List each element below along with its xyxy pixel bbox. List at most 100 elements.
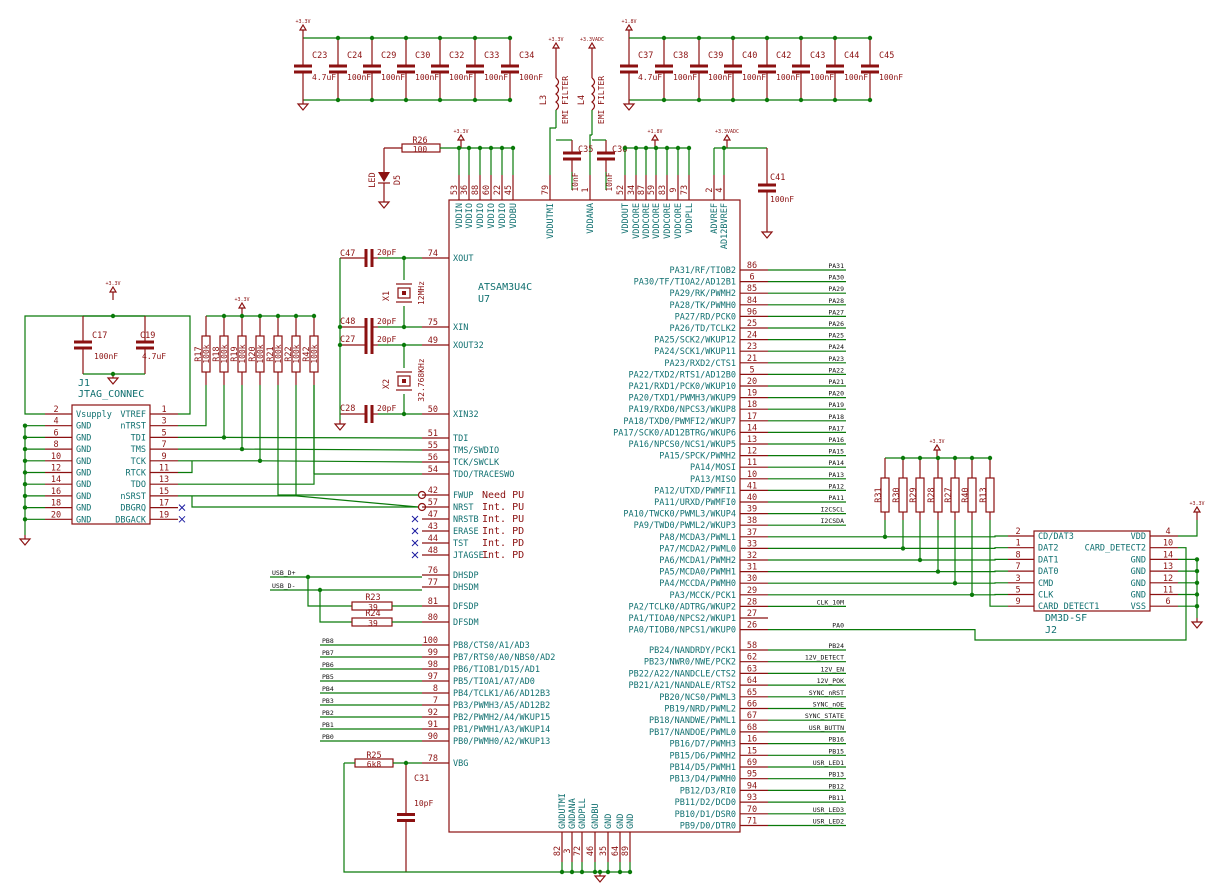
junction-dot bbox=[569, 869, 575, 875]
mcu-pin-name: VDDIO bbox=[465, 203, 475, 229]
mcu-pin-name: VDDIO bbox=[498, 203, 508, 229]
wire bbox=[241, 448, 423, 451]
net-label: 12V_DETECT bbox=[805, 654, 844, 662]
mcu-pin-number: 27 bbox=[747, 609, 757, 619]
junction-dot bbox=[832, 97, 838, 103]
capacitor-value: 100nF bbox=[810, 73, 834, 82]
junction-dot bbox=[867, 35, 873, 41]
mcu-pin-number: 58 bbox=[747, 641, 757, 651]
sd-pin-name: CLK bbox=[1038, 591, 1054, 601]
junction-dot bbox=[401, 411, 407, 417]
jtag-pin-number: 15 bbox=[159, 487, 169, 497]
junction-dot bbox=[403, 35, 409, 41]
net-label: PA25 bbox=[828, 332, 844, 340]
mcu-pin-number: 19 bbox=[747, 389, 757, 399]
mcu-pin-name: PB13/D4/PWMH0 bbox=[669, 775, 736, 785]
junction-dot bbox=[369, 97, 375, 103]
net-label: 12V_POK bbox=[817, 677, 844, 685]
mcu-pin-number: 12 bbox=[747, 447, 757, 457]
jtag-pin-number: 6 bbox=[53, 428, 58, 438]
capacitor-value: 100nF bbox=[844, 73, 868, 82]
resistor-ref: R17 bbox=[194, 346, 204, 361]
wire bbox=[277, 385, 418, 496]
power-arrow bbox=[456, 133, 466, 141]
mcu-pin-name: PA2/TCLK0/ADTRG/WKUP2 bbox=[629, 602, 736, 612]
mcu-pin-number: 66 bbox=[747, 700, 757, 710]
mcu-pin-number: 77 bbox=[428, 578, 438, 588]
net-label: PB4 bbox=[322, 685, 334, 693]
capacitor-value: 4.7uF bbox=[142, 352, 166, 361]
net-label: SYNC_nOE bbox=[813, 701, 844, 709]
sd-pin-number: 11 bbox=[1163, 586, 1173, 596]
net-label: PA30 bbox=[828, 274, 844, 282]
sd-pin-number: 10 bbox=[1163, 539, 1173, 549]
net-label: PA12 bbox=[828, 482, 844, 490]
junction-dot bbox=[499, 145, 505, 151]
power-arrow bbox=[108, 285, 118, 293]
net-label: PB6 bbox=[322, 661, 334, 669]
mcu-pin-number: 38 bbox=[747, 516, 757, 526]
mcu-pin-name: PA19/RXD0/NPCS3/WKUP8 bbox=[629, 405, 736, 415]
mcu-pin-number: 59 bbox=[647, 185, 657, 195]
led-value: LED bbox=[368, 172, 378, 187]
mcu-pin-number: 6 bbox=[749, 273, 754, 283]
mcu-pin-number: 35 bbox=[599, 846, 609, 856]
mcu-pin-number: 54 bbox=[428, 465, 438, 475]
junction-dot bbox=[633, 145, 639, 151]
junction-dot bbox=[798, 97, 804, 103]
wire bbox=[938, 570, 1008, 573]
mcu-pin-number: 49 bbox=[428, 336, 438, 346]
mcu-pin-number: 68 bbox=[747, 723, 757, 733]
junction-dot bbox=[369, 35, 375, 41]
jtag-pin-name: GND bbox=[76, 515, 91, 525]
junction-dot bbox=[597, 869, 603, 875]
junction-dot bbox=[293, 313, 299, 319]
junction-dot bbox=[22, 493, 28, 499]
power-label: +3.3V bbox=[453, 129, 468, 135]
jtag-pin-number: 19 bbox=[159, 510, 169, 520]
sd-pin-number: 14 bbox=[1163, 550, 1173, 560]
mcu-pin-name: TDI bbox=[453, 434, 468, 444]
capacitor-ref: C44 bbox=[844, 51, 859, 61]
mcu-pin-name: XIN32 bbox=[453, 410, 479, 420]
junction-dot bbox=[22, 423, 28, 428]
resistor-value: 100k bbox=[310, 344, 319, 363]
net-label: PA13 bbox=[828, 471, 844, 479]
mcu-pin-number: 30 bbox=[747, 574, 757, 584]
resistor-value: 100k bbox=[274, 344, 283, 363]
jtag-pin-number: 7 bbox=[161, 440, 166, 450]
junction-dot bbox=[22, 458, 28, 463]
capacitor-ref: C48 bbox=[340, 317, 355, 327]
mcu-pin-name: PB9/D0/DTR0 bbox=[680, 822, 736, 832]
mcu-pin-name: DFSDM bbox=[453, 618, 479, 628]
mcu-pin-name: AD12BVREF bbox=[720, 203, 730, 249]
jtag-ref: J1 bbox=[78, 378, 90, 389]
mcu-pin-name: GNDANA bbox=[568, 798, 578, 829]
net-label: PA22 bbox=[828, 366, 844, 374]
resistor-value: 100k bbox=[292, 344, 301, 363]
mcu-pin-name: PA6/MCDA1/PWMH2 bbox=[659, 556, 736, 566]
power-label: +1.8V bbox=[647, 129, 662, 135]
mcu-pin-number: 25 bbox=[747, 319, 757, 329]
capacitor-value: 100nF bbox=[519, 73, 543, 82]
mcu-pin-number: 94 bbox=[747, 781, 757, 791]
capacitor-ref: C34 bbox=[519, 51, 534, 61]
jtag-pin-number: 10 bbox=[51, 452, 61, 462]
junction-dot bbox=[335, 97, 341, 103]
capacitor-ref: C38 bbox=[673, 51, 688, 61]
resistor-ref: R28 bbox=[927, 487, 937, 502]
capacitor-value: 100nF bbox=[94, 352, 118, 361]
net-label: PA15 bbox=[828, 448, 844, 456]
capacitor-value: 100nF bbox=[776, 73, 800, 82]
mcu-pin-name: PB10/D1/DSR0 bbox=[675, 810, 736, 820]
led-symbol bbox=[378, 172, 390, 182]
net-label: PA18 bbox=[828, 413, 844, 421]
jtag-pin-number: 8 bbox=[53, 440, 58, 450]
ground-symbol bbox=[377, 201, 391, 209]
junction-dot bbox=[401, 255, 407, 261]
mcu-pin-number: 51 bbox=[428, 429, 438, 439]
mcu-pin-number: 82 bbox=[553, 846, 563, 856]
junction-dot bbox=[653, 145, 659, 151]
jtag-pin-number: 17 bbox=[159, 499, 169, 509]
mcu-pin-name: PA12/UTXD/PWMFI1 bbox=[654, 486, 736, 496]
